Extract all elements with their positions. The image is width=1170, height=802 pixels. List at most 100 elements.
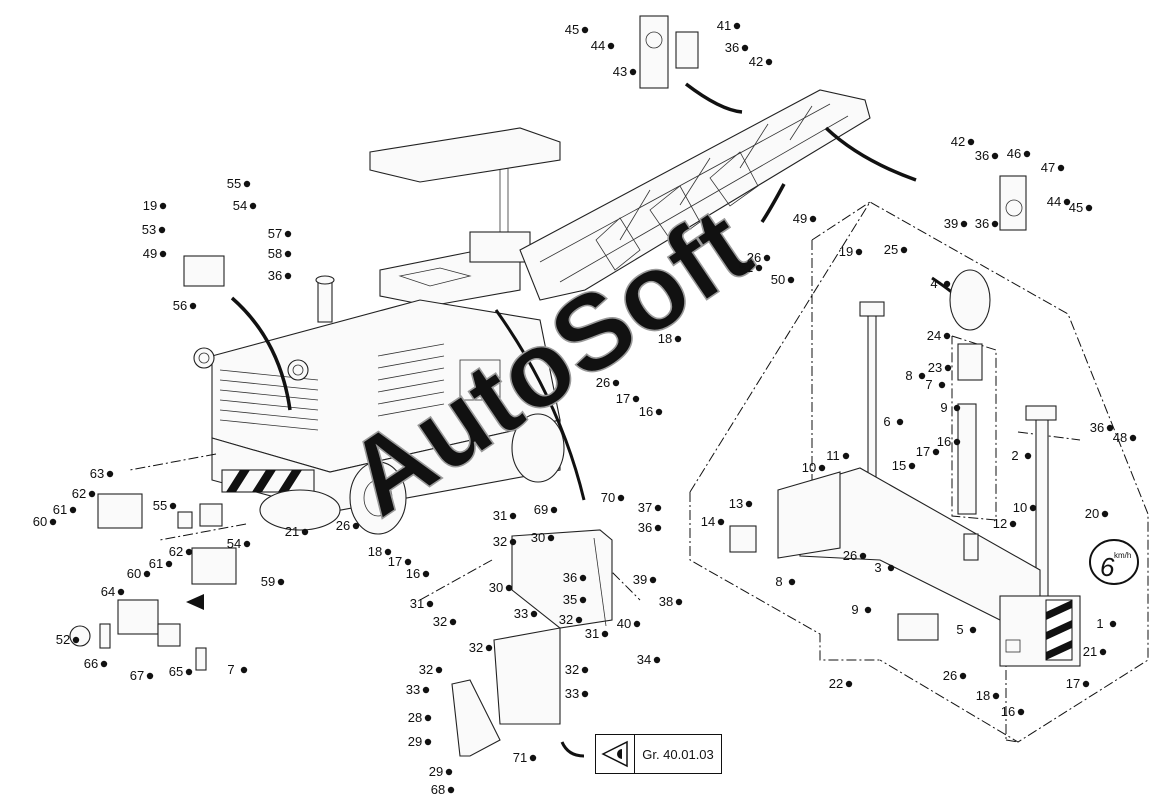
callout-dot [426,600,434,608]
callout-dot [249,202,257,210]
callout-dot [1099,648,1107,656]
callout-dot [992,692,1000,700]
callout-number: 24 [927,328,941,343]
callout-number: 49 [793,211,807,226]
callout-number: 36 [725,40,739,55]
callout-number: 13 [729,496,743,511]
callout-dot [938,381,946,389]
callout-dot [896,418,904,426]
callout-number: 7 [925,377,932,392]
callout-number: 7 [227,662,234,677]
callout-number: 21 [1083,644,1097,659]
callout-dot [404,558,412,566]
callout-dot [529,754,537,762]
speed-decal-unit: km/h [1114,551,1131,560]
callout-dot [607,42,615,50]
milling-machine [193,89,871,535]
callout-dot [284,250,292,258]
callout-dot [100,660,108,668]
callout-dot [581,26,589,34]
callout-dot [579,596,587,604]
callout-dot [185,668,193,676]
callout-number: 58 [268,246,282,261]
callout-number: 29 [429,764,443,779]
callout-number: 32 [433,614,447,629]
callout-dot [117,588,125,596]
callout-dot [617,494,625,502]
callout-dot [969,626,977,634]
reference-group-label: Gr. 40.01.03 [642,746,714,762]
callout-number: 45 [1069,200,1083,215]
callout-number: 19 [839,244,853,259]
callout-dot [1017,708,1025,716]
callout-number: 65 [169,664,183,679]
callout-dot [859,552,867,560]
callout-dot [1101,510,1109,518]
callout-number: 18 [368,544,382,559]
callout-dot [159,202,167,210]
callout-dot [301,528,309,536]
callout-number: 62 [72,486,86,501]
callout-number: 55 [227,176,241,191]
callout-number: 19 [143,198,157,213]
callout-number: 68 [431,782,445,797]
callout-dot [809,215,817,223]
callout-dot [763,254,771,262]
callout-number: 42 [749,54,763,69]
callout-number: 17 [616,391,630,406]
callout-number: 54 [227,536,241,551]
callout-number: 39 [633,572,647,587]
callout-number: 32 [419,662,433,677]
callout-number: 40 [617,616,631,631]
callout-number: 42 [951,134,965,149]
callout-dot [944,364,952,372]
light-and-bracket-parts [69,255,237,671]
callout-number: 26 [336,518,350,533]
callout-dot [581,690,589,698]
callout-dot [1057,164,1065,172]
callout-dot [612,379,620,387]
callout-dot [509,538,517,546]
callout-dot [284,230,292,238]
callout-dot [1009,520,1017,528]
reference-link-box[interactable]: Gr. 40.01.03 [595,734,722,774]
callout-dot [1023,150,1031,158]
callout-dot [991,152,999,160]
callout-dot [741,44,749,52]
callout-number: 5 [956,622,963,637]
callout-dot [435,666,443,674]
callout-dot [243,540,251,548]
callout-number: 50 [771,272,785,287]
callout-number: 39 [944,216,958,231]
callout-number: 44 [591,38,605,53]
callout-dot [674,335,682,343]
callout-number: 20 [1085,506,1099,521]
callout-dot [143,570,151,578]
callout-number: 16 [406,566,420,581]
callout-number: 43 [613,64,627,79]
callout-number: 33 [565,686,579,701]
callout-dot [49,518,57,526]
callout-dot [352,522,360,530]
callout-number: 15 [892,458,906,473]
callout-number: 67 [130,668,144,683]
callout-number: 53 [142,222,156,237]
callout-number: 30 [489,580,503,595]
callout-number: 62 [169,544,183,559]
callout-number: 32 [493,534,507,549]
callout-dot [629,68,637,76]
callout-number: 6 [883,414,890,429]
callout-dot [887,564,895,572]
callout-number: 17 [1066,676,1080,691]
callout-number: 61 [53,502,67,517]
callout-dot [1063,198,1071,206]
callout-number: 26 [596,375,610,390]
callout-dot [655,408,663,416]
reference-icon [596,735,635,773]
callout-number: 52 [56,632,70,647]
callout-dot [755,264,763,272]
callout-dot [818,464,826,472]
center-bracket-assembly [451,529,613,757]
callout-number: 22 [829,676,843,691]
callout-dot [243,180,251,188]
